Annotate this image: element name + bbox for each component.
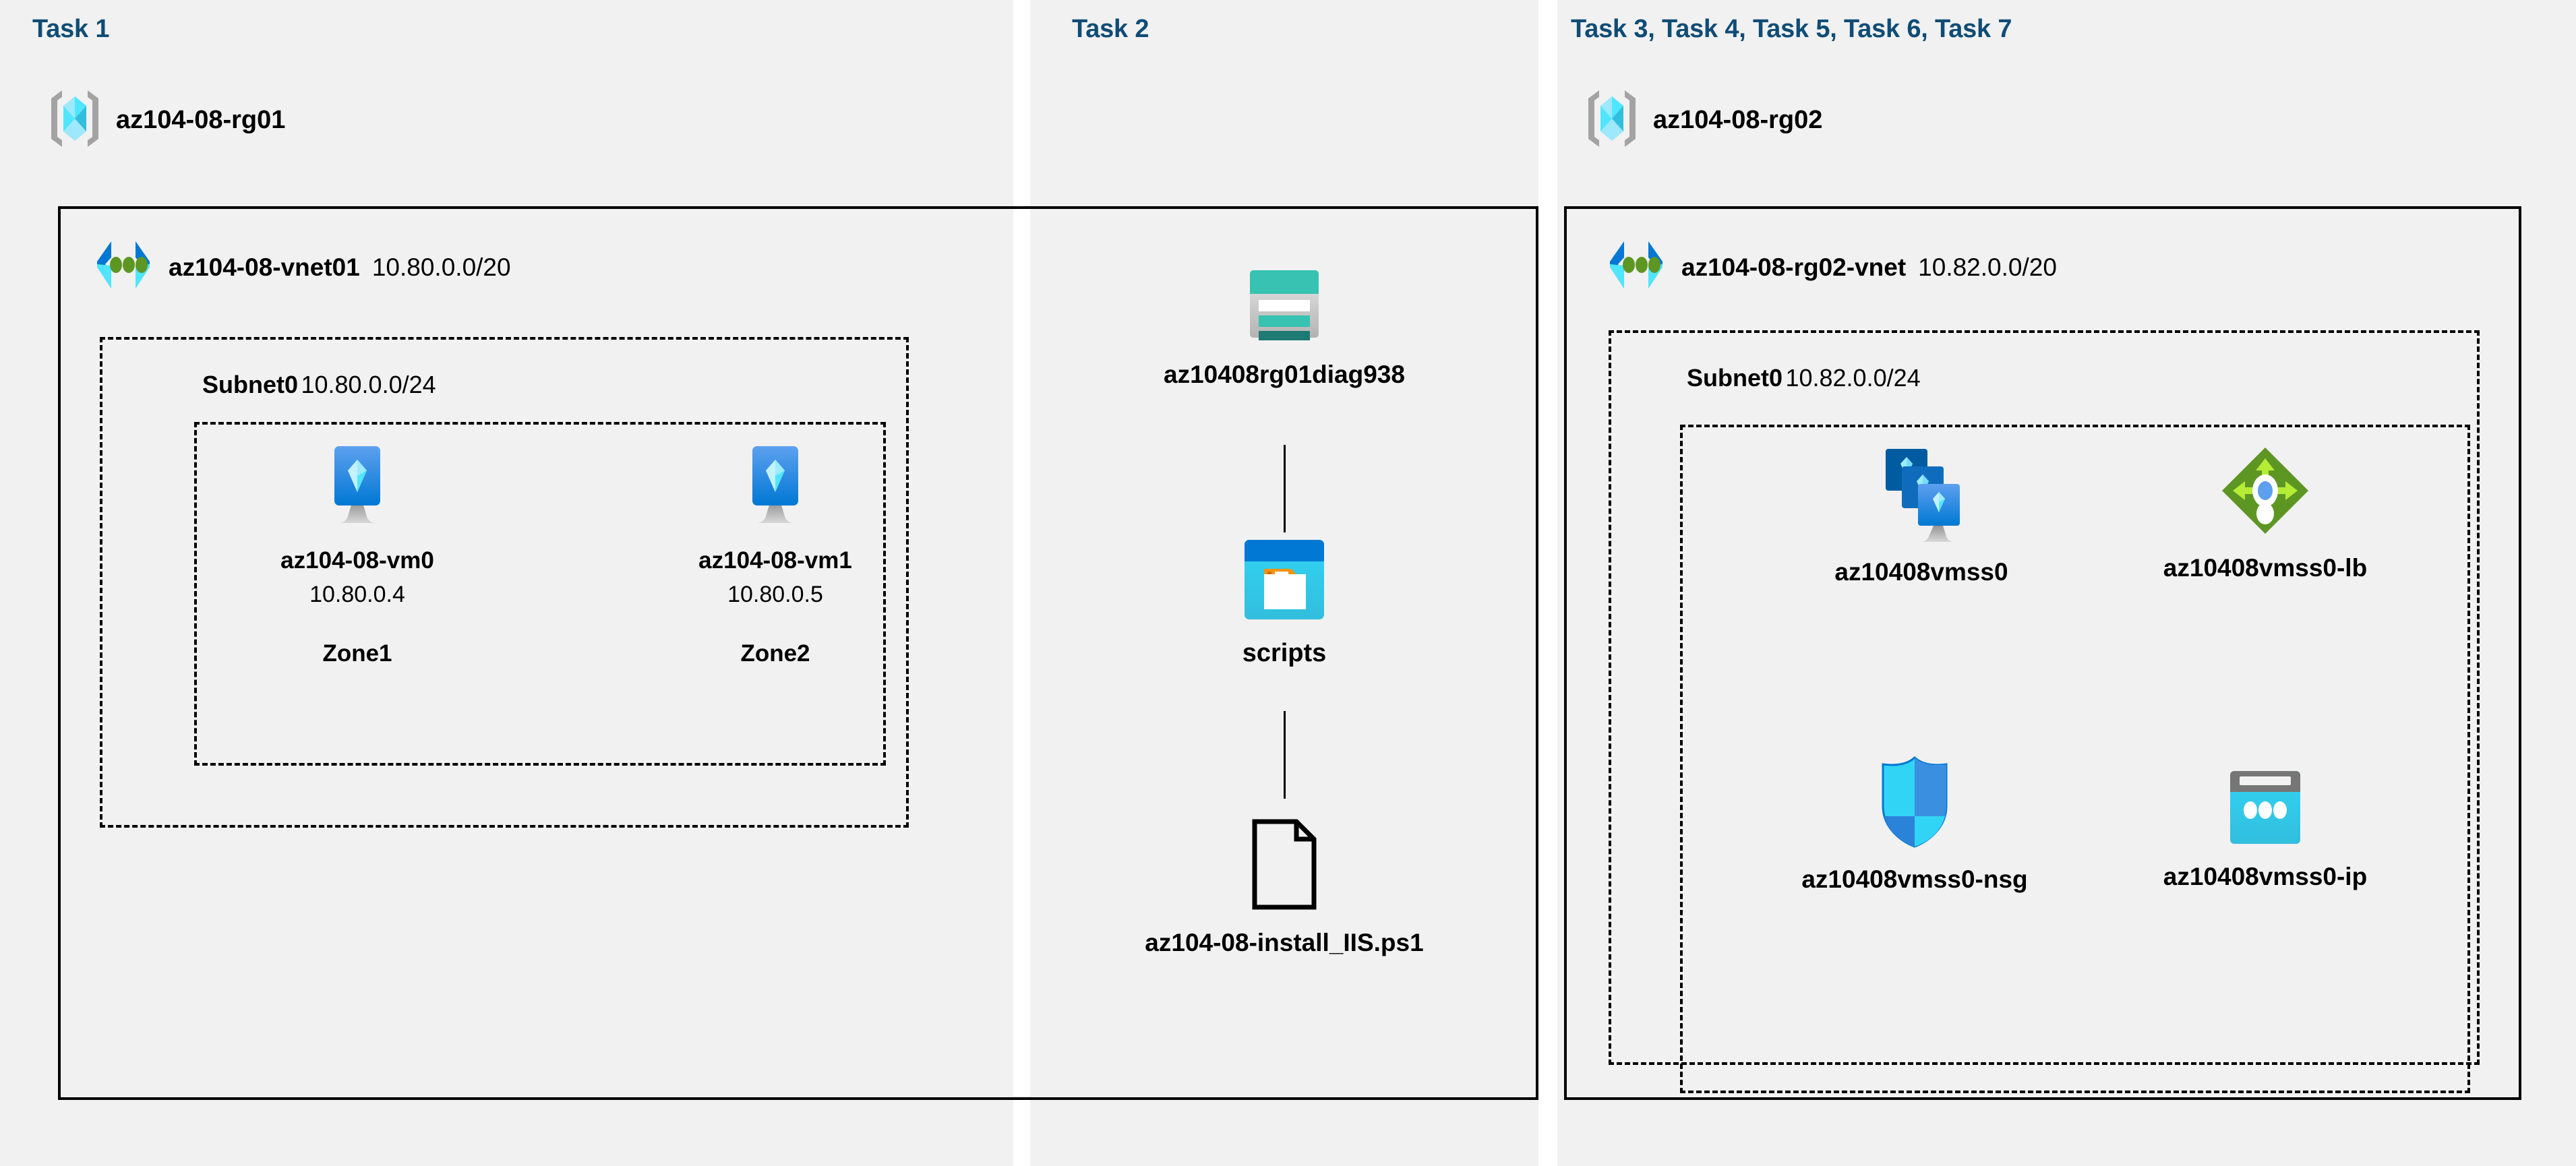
virtual-network-icon: [90, 237, 156, 297]
virtual-machine-icon: [270, 445, 445, 527]
storage-account-icon: [1116, 266, 1453, 342]
subnet-name-task1: Subnet0: [202, 371, 299, 398]
file-icon: [1072, 819, 1497, 910]
subnet-row-task1: Subnet0 10.80.0.0/24: [202, 371, 436, 399]
content-box-task2: [1030, 206, 1538, 1100]
vm-scale-set-icon: [1793, 445, 2049, 546]
node-network-security-group[interactable]: az10408vmss0-nsg: [1760, 755, 2070, 895]
panel-gap-1-2-bottom: [1013, 1100, 1030, 1166]
node-load-balancer-label: az10408vmss0-lb: [2163, 554, 2368, 582]
virtual-network-icon: [1603, 237, 1669, 297]
resource-group-label-rg02: az104-08-rg02: [1653, 106, 1823, 134]
subnet-name-task3to7: Subnet0: [1687, 364, 1783, 392]
task-title-1: Task 1: [32, 15, 110, 43]
node-vm1-label: az104-08-vm1: [698, 547, 852, 574]
node-blob-container-label: scripts: [1242, 639, 1327, 667]
panel-gap-1-2-top: [1013, 0, 1030, 206]
node-network-security-group-label: az10408vmss0-nsg: [1801, 865, 2028, 893]
zone-group-box-task1: [194, 422, 886, 766]
task-title-3to7: Task 3, Task 4, Task 5, Task 6, Task 7: [1571, 15, 2012, 43]
node-public-ip[interactable]: az10408vmss0-ip: [2130, 768, 2400, 892]
panel-task3to7: [1557, 0, 2576, 1166]
node-storage-account[interactable]: az10408rg01diag938: [1116, 266, 1453, 390]
connector-scripts-to-file: [1284, 711, 1286, 799]
subnet-row-task3to7: Subnet0 10.82.0.0/24: [1687, 364, 1921, 392]
vnet-box-task3to7: [1564, 206, 2521, 1100]
node-vm0-ip: 10.80.0.4: [309, 581, 405, 607]
task-title-2: Task 2: [1072, 15, 1149, 43]
vnet-row-task3to7: az104-08-rg02-vnet 10.82.0.0/20: [1603, 237, 2057, 297]
vnet-name-task1: az104-08-vnet01: [169, 253, 360, 281]
resource-group-icon: [49, 88, 101, 153]
network-security-group-icon: [1760, 755, 2070, 849]
node-load-balancer[interactable]: az10408vmss0-lb: [2130, 445, 2400, 584]
node-vm1-ip: 10.80.0.5: [727, 581, 823, 607]
node-vmss0-label: az10408vmss0: [1834, 558, 2008, 586]
subnet-box-task3to7: [1609, 330, 2480, 1065]
vnet-box-task1: [58, 206, 1014, 1100]
node-vm0[interactable]: az104-08-vm0 10.80.0.4 Zone1: [270, 445, 445, 667]
node-storage-account-label: az10408rg01diag938: [1164, 361, 1405, 388]
vnet-cidr-task3to7: 10.82.0.0/20: [1918, 253, 2057, 281]
blob-container-icon: [1187, 539, 1382, 620]
vnet-cidr-task1: 10.80.0.0/20: [371, 253, 511, 281]
node-blob-container[interactable]: scripts: [1187, 539, 1382, 670]
public-ip-address-icon: [2130, 768, 2400, 847]
load-balancer-icon: [2130, 445, 2400, 536]
subnet-cidr-task3to7: 10.82.0.0/24: [1785, 364, 1921, 392]
node-vm0-label: az104-08-vm0: [280, 547, 434, 574]
vnet-name-task3to7: az104-08-rg02-vnet: [1681, 253, 1907, 281]
node-vm1-zone: Zone2: [740, 640, 810, 667]
subnet-box-task1: [100, 337, 909, 828]
resource-group-label-rg01: az104-08-rg01: [116, 106, 286, 134]
resource-group-box-task3to7: [1680, 425, 2470, 1093]
node-public-ip-label: az10408vmss0-ip: [2163, 863, 2368, 890]
node-script-file[interactable]: az104-08-install_IIS.ps1: [1072, 819, 1497, 958]
node-script-file-label: az104-08-install_IIS.ps1: [1145, 929, 1424, 956]
node-vm1[interactable]: az104-08-vm1 10.80.0.5 Zone2: [688, 445, 863, 667]
node-vm0-zone: Zone1: [322, 640, 392, 667]
vnet-row-task1: az104-08-vnet01 10.80.0.0/20: [90, 237, 511, 297]
vnet-box-join-bottom: [1013, 1097, 1030, 1100]
resource-group-task3to7: az104-08-rg02: [1586, 88, 1822, 153]
connector-storage-to-scripts: [1284, 445, 1286, 532]
subnet-cidr-task1: 10.80.0.0/24: [301, 371, 436, 398]
vnet-box-join-top: [1013, 206, 1030, 209]
panel-task1: [0, 0, 1013, 1166]
resource-group-task1: az104-08-rg01: [49, 88, 285, 153]
node-vmss0[interactable]: az10408vmss0: [1793, 445, 2049, 588]
virtual-machine-icon: [688, 445, 863, 527]
resource-group-icon: [1586, 88, 1638, 153]
